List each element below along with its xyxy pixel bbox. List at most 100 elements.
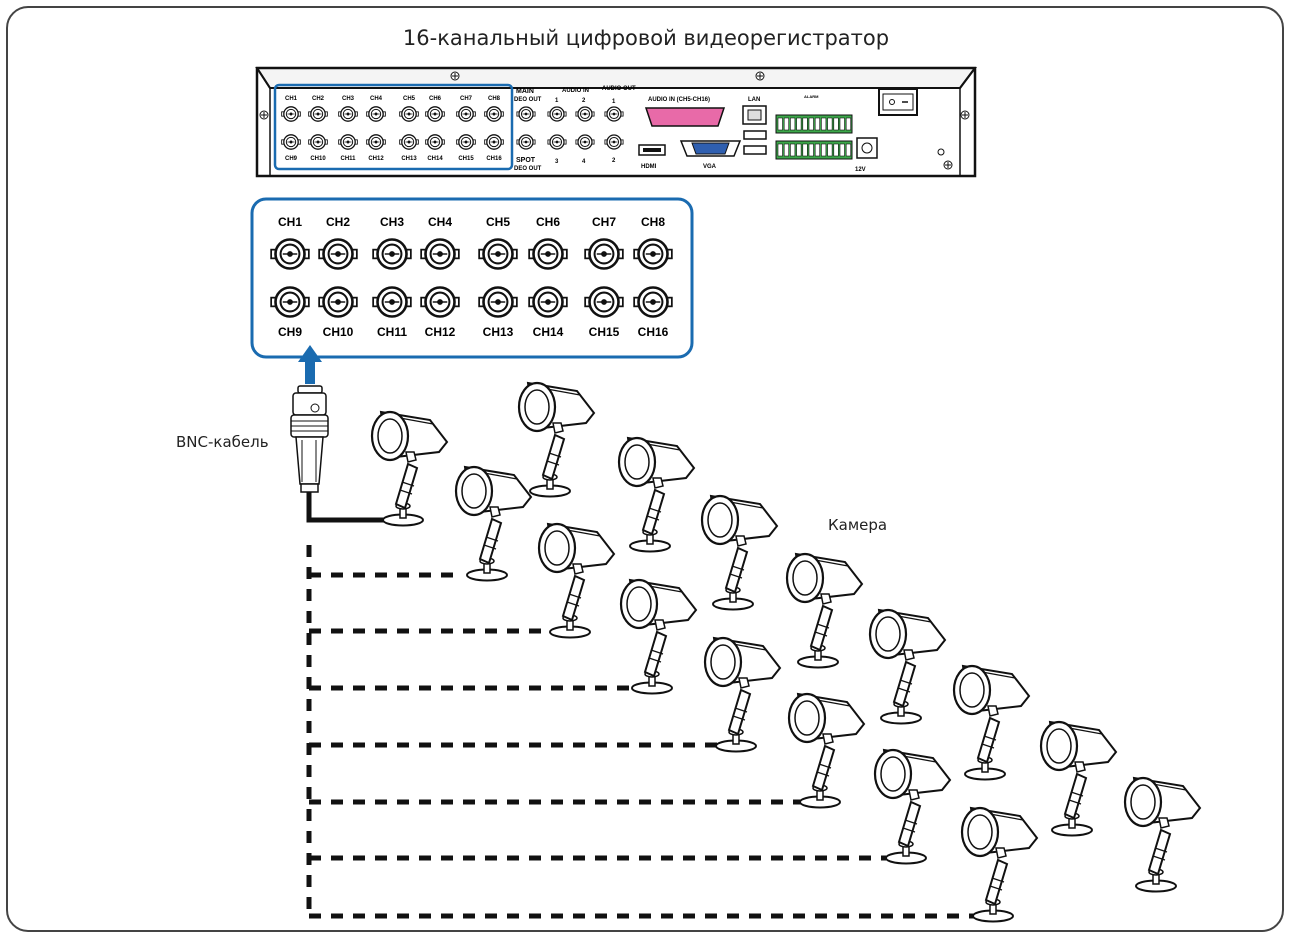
bnc-connector-icon bbox=[584, 286, 624, 318]
bnc-input-highlight bbox=[273, 83, 514, 171]
terminal-pin bbox=[827, 117, 833, 131]
spot-label: SPOT bbox=[516, 157, 536, 164]
camera-icon bbox=[868, 608, 947, 725]
bnc-plug-icon bbox=[290, 385, 329, 493]
channel-label-top: CH2 bbox=[312, 96, 325, 102]
main-label: MAIN bbox=[516, 88, 534, 95]
terminal-pin bbox=[821, 117, 827, 131]
arrow-up-icon bbox=[298, 345, 322, 384]
terminal-pin bbox=[796, 143, 802, 157]
terminal-pin bbox=[802, 117, 808, 131]
channel-label-bottom: CH14 bbox=[427, 156, 443, 162]
channel-label-top: CH6 bbox=[429, 96, 442, 102]
bnc-connector-icon bbox=[528, 286, 568, 318]
channel-label-bottom: CH13 bbox=[401, 156, 417, 162]
bnc-cable-label: BNC-кабель bbox=[176, 433, 269, 451]
channel-label-top: CH3 bbox=[380, 215, 404, 229]
channel-label-top: CH1 bbox=[285, 96, 298, 102]
camera-icon bbox=[517, 381, 596, 498]
bnc-connector-icon bbox=[420, 238, 460, 270]
terminal-pin bbox=[814, 143, 821, 157]
terminal-pin bbox=[783, 143, 790, 157]
channel-label-bottom: CH12 bbox=[368, 156, 384, 162]
channel-label-bottom: CH11 bbox=[340, 156, 356, 162]
camera-icon bbox=[537, 522, 616, 639]
bnc-connector-icon bbox=[633, 238, 673, 270]
terminal-pin bbox=[808, 117, 814, 131]
bnc-connector-icon bbox=[399, 106, 419, 122]
bnc-connector-icon bbox=[372, 238, 412, 270]
bnc-connector-icon bbox=[338, 106, 358, 122]
channel-label-bottom: CH15 bbox=[589, 325, 620, 339]
bnc-connector-icon bbox=[456, 106, 476, 122]
camera-icon bbox=[873, 748, 952, 865]
bnc-connector-icon bbox=[270, 238, 310, 270]
hdmi-label: HDMI bbox=[641, 164, 657, 170]
bnc-connector-icon bbox=[399, 134, 419, 150]
channel-label-top: CH4 bbox=[370, 96, 383, 102]
bnc-connector-icon bbox=[528, 238, 568, 270]
bnc-connector-icon bbox=[478, 238, 518, 270]
channel-label-bottom: CH9 bbox=[285, 156, 298, 162]
channel-label-top: CH1 bbox=[278, 215, 302, 229]
terminal-pin bbox=[827, 143, 833, 157]
terminal-pin bbox=[845, 117, 852, 131]
terminal-pin bbox=[814, 117, 821, 131]
bnc-connector-icon bbox=[420, 286, 460, 318]
usb-port-icon bbox=[743, 145, 767, 155]
channel-label-bottom: CH16 bbox=[486, 156, 502, 162]
camera-icon bbox=[1123, 776, 1202, 893]
diagram-title: 16-канальный цифровой видеорегистратор bbox=[402, 26, 890, 50]
bnc-connector-icon bbox=[308, 106, 328, 122]
channel-label-bottom: CH12 bbox=[425, 325, 456, 339]
camera-icon bbox=[785, 552, 864, 669]
terminal-pin bbox=[796, 117, 802, 131]
bnc-connector-icon bbox=[318, 238, 358, 270]
channel-label-top: CH3 bbox=[342, 96, 355, 102]
screw-icon bbox=[259, 110, 269, 120]
bnc-connector-icon bbox=[366, 106, 386, 122]
audio-out-num-2: 2 bbox=[612, 158, 616, 164]
terminal-pin bbox=[808, 143, 814, 157]
cameras bbox=[370, 381, 1202, 923]
bnc-zoom-panel bbox=[250, 197, 694, 359]
audio-num-3: 3 bbox=[555, 159, 559, 165]
screw-icon bbox=[450, 71, 460, 81]
bnc-connector-icon bbox=[484, 106, 504, 122]
terminal-pin bbox=[790, 143, 796, 157]
bnc-connector-icon bbox=[584, 238, 624, 270]
audio-db-connector bbox=[644, 107, 726, 127]
bnc-connector-icon bbox=[366, 134, 386, 150]
terminal-pin bbox=[821, 143, 827, 157]
audio-in-ch-label: AUDIO IN (CH5-CH16) bbox=[648, 97, 710, 103]
terminal-pin bbox=[839, 117, 845, 131]
audio-bnc-icon bbox=[604, 106, 624, 122]
power-jack-icon bbox=[856, 137, 878, 159]
channel-label-top: CH6 bbox=[536, 215, 560, 229]
bnc-connector-icon bbox=[281, 106, 301, 122]
camera-icon bbox=[619, 578, 698, 695]
channel-label-bottom: CH11 bbox=[377, 325, 407, 339]
bnc-connector-icon bbox=[478, 286, 518, 318]
audio-out-label: AUDIO OUT bbox=[602, 86, 636, 92]
channel-label-bottom: CH13 bbox=[483, 325, 514, 339]
camera-icon bbox=[454, 465, 533, 582]
channel-label-bottom: CH16 bbox=[638, 325, 669, 339]
channel-label-top: CH7 bbox=[460, 96, 473, 102]
audio-num-1: 1 bbox=[555, 98, 559, 104]
camera-icon bbox=[960, 806, 1039, 923]
bnc-connector-icon bbox=[308, 134, 328, 150]
alarm-label: ALARM bbox=[804, 94, 819, 99]
lan-label: LAN bbox=[748, 97, 760, 103]
camera-icon bbox=[370, 410, 449, 527]
terminal-pin bbox=[833, 143, 839, 157]
bnc-connector-icon bbox=[456, 134, 476, 150]
channel-label-bottom: CH15 bbox=[458, 156, 474, 162]
audio-num-2: 2 bbox=[582, 98, 586, 104]
channel-label-top: CH5 bbox=[403, 96, 416, 102]
camera-label: Камера bbox=[828, 516, 888, 534]
audio-bnc-icon bbox=[547, 134, 567, 150]
usb-port-icon bbox=[743, 130, 767, 140]
